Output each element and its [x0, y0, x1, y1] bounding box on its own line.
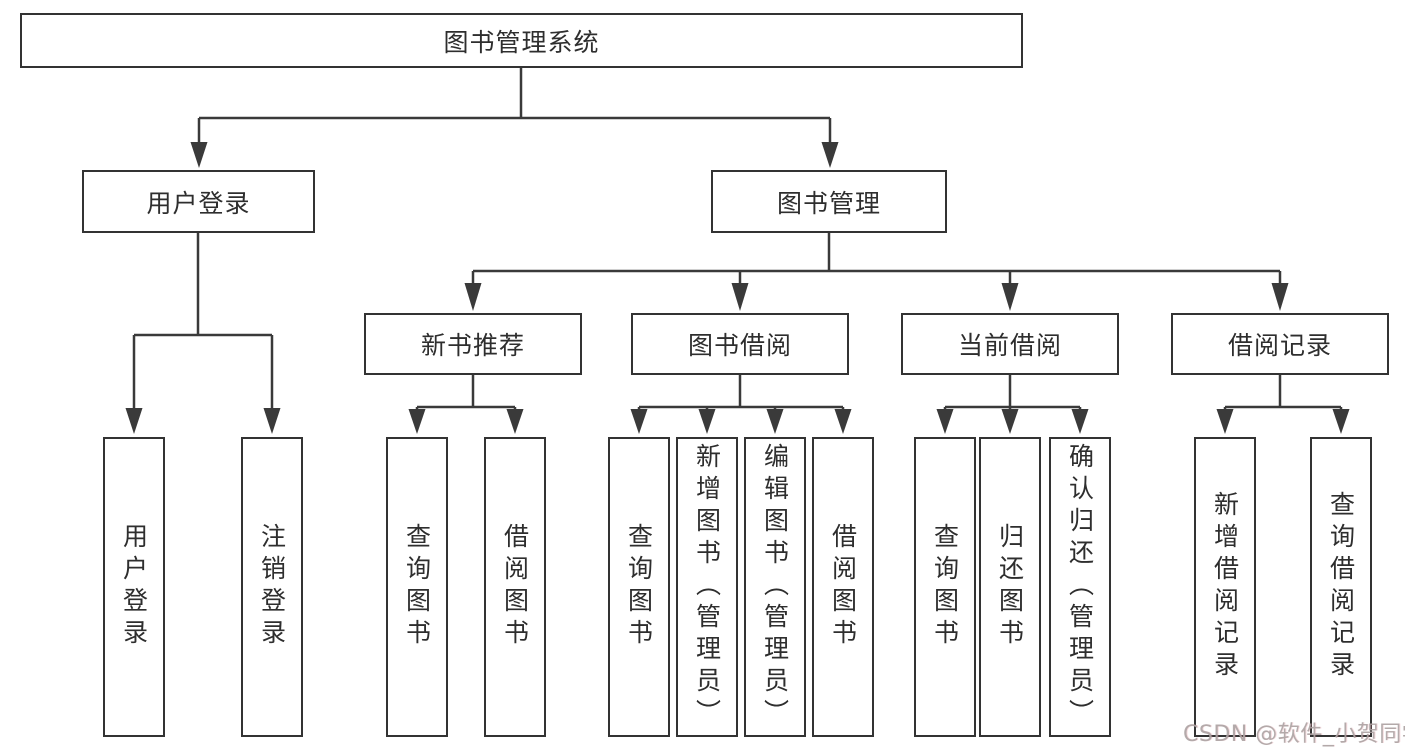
leaf-label: 新增图书（管理员） — [692, 443, 722, 731]
node-label: 用户登录 — [146, 188, 251, 218]
leaf-add-borrow-record: 新增借阅记录 — [1194, 437, 1256, 737]
leaf-query-borrow-record: 查询借阅记录 — [1310, 437, 1372, 737]
leaf-label: 归还图书 — [995, 523, 1025, 651]
leaf-label: 查询图书 — [930, 523, 960, 651]
leaf-query-books-current: 查询图书 — [914, 437, 976, 737]
leaf-query-books-recommend: 查询图书 — [386, 437, 448, 737]
leaf-label: 借阅图书 — [500, 523, 530, 651]
leaf-label: 借阅图书 — [828, 523, 858, 651]
leaf-confirm-return-admin: 确认归还（管理员） — [1049, 437, 1111, 737]
leaf-label: 注销登录 — [257, 523, 287, 651]
leaf-label: 用户登录 — [119, 523, 149, 651]
node-label: 借阅记录 — [1227, 331, 1332, 360]
node-label: 图书管理系统 — [443, 27, 600, 57]
connector-lines — [132, 68, 1343, 412]
leaf-return-books: 归还图书 — [979, 437, 1041, 737]
leaf-borrow-books: 借阅图书 — [812, 437, 874, 737]
node-library-management-system: 图书管理系统 — [20, 13, 1023, 68]
leaf-logout: 注销登录 — [241, 437, 303, 737]
leaf-label: 新增借阅记录 — [1210, 491, 1240, 683]
leaf-borrow-books-recommend: 借阅图书 — [484, 437, 546, 737]
node-borrowing-records: 借阅记录 — [1171, 313, 1389, 375]
node-book-management: 图书管理 — [711, 170, 947, 233]
node-user-login: 用户登录 — [82, 170, 315, 233]
leaf-user-login: 用户登录 — [103, 437, 165, 737]
node-current-borrowing: 当前借阅 — [901, 313, 1119, 375]
leaf-label: 查询借阅记录 — [1326, 491, 1356, 683]
leaf-edit-books-admin: 编辑图书（管理员） — [744, 437, 806, 737]
leaf-query-books-borrowing: 查询图书 — [608, 437, 670, 737]
node-label: 图书借阅 — [687, 331, 792, 360]
leaf-label: 确认归还（管理员） — [1065, 443, 1095, 731]
csdn-watermark: CSDN @软件_小贺同学 — [1183, 722, 1405, 747]
leaf-label: 查询图书 — [402, 523, 432, 651]
connector-arrowheads — [125, 142, 1350, 434]
node-label: 当前借阅 — [957, 331, 1062, 360]
node-label: 图书管理 — [776, 188, 881, 218]
leaf-label: 查询图书 — [624, 523, 654, 651]
node-label: 新书推荐 — [420, 331, 525, 360]
node-new-book-recommend: 新书推荐 — [364, 313, 582, 375]
node-book-borrowing: 图书借阅 — [631, 313, 849, 375]
leaf-add-books-admin: 新增图书（管理员） — [676, 437, 738, 737]
leaf-label: 编辑图书（管理员） — [760, 443, 790, 731]
